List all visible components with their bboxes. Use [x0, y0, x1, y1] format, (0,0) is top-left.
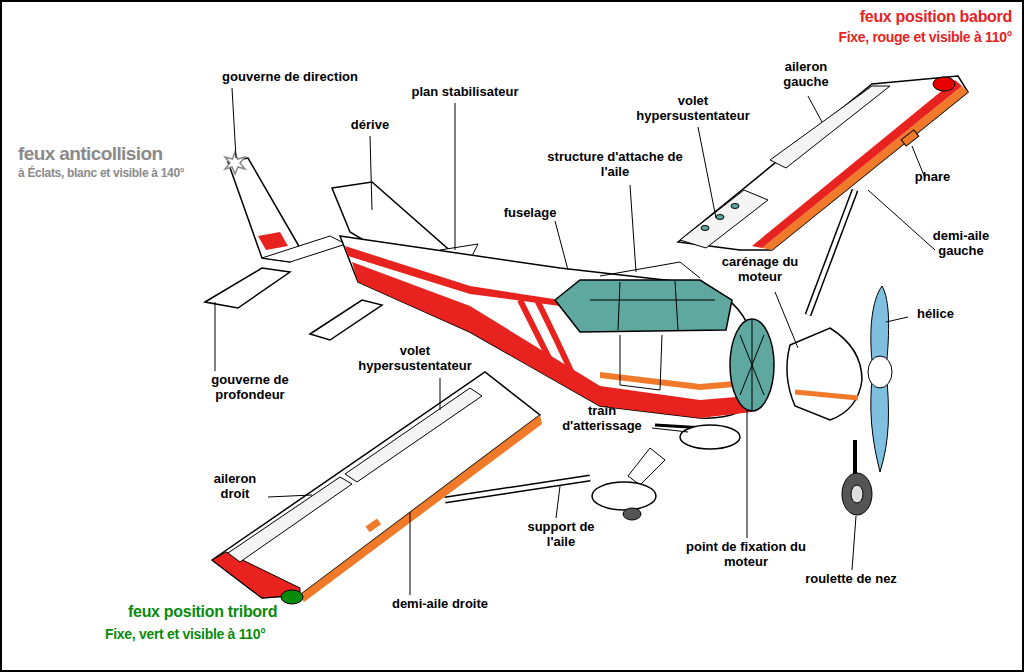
strobe-flash: [225, 152, 245, 174]
part-label: train d'atterissage: [552, 404, 652, 434]
leader-line: [630, 185, 636, 272]
part-label: volet hypersustentateur: [628, 94, 758, 124]
flap-hole: [701, 226, 709, 231]
fuselage-stripe: [345, 246, 560, 306]
elevator: [310, 300, 382, 340]
part-label: demi-aile droite: [365, 597, 515, 612]
wing-stripe: [300, 415, 542, 602]
flap-hole: [716, 215, 724, 220]
leader-line: [370, 136, 372, 210]
fuselage: [340, 236, 764, 418]
leader-line: [652, 428, 688, 432]
leader-line: [268, 495, 312, 497]
nose-strut: [853, 440, 857, 478]
landing-light: [901, 130, 919, 146]
light-spec: à Éclats, blanc et visible à 140°: [18, 167, 233, 181]
cowling: [787, 328, 862, 420]
part-label: point de fixation du moteur: [680, 540, 812, 570]
light-callout: feux position tribord: [128, 603, 348, 621]
gear-leg: [628, 448, 665, 485]
leader-line: [775, 292, 798, 348]
part-label: plan stabilisateur: [395, 85, 535, 100]
part-label: fuselage: [490, 206, 570, 221]
left-wing: [678, 76, 968, 250]
part-label: aileron droit: [200, 472, 270, 502]
flap: [680, 190, 768, 248]
wing-attach: [600, 262, 700, 278]
light-callout: feux anticollision: [18, 143, 228, 165]
cabin-glass: [555, 280, 732, 332]
part-label: aileron gauche: [771, 60, 841, 90]
green-position-light: [281, 590, 303, 604]
rudder-base: [262, 236, 346, 262]
part-label: structure d'attache de l'aile: [545, 150, 685, 180]
rudder: [228, 158, 300, 262]
spinner: [868, 356, 892, 388]
leader-line: [556, 486, 560, 518]
main-wheel: [623, 508, 641, 520]
red-position-light: [933, 77, 955, 91]
flap: [345, 388, 482, 482]
light-spec: Fixe, rouge et visible à 110°: [770, 29, 1012, 45]
part-label: demi-aile gauche: [921, 229, 1001, 259]
leader-line: [455, 103, 456, 250]
leader-line: [868, 190, 935, 250]
part-label: phare: [905, 170, 960, 185]
door: [620, 335, 662, 390]
wing-strut: [445, 478, 590, 500]
leader-lines: [215, 88, 935, 595]
rudder-stripe: [258, 232, 288, 250]
right-wing: [212, 372, 540, 598]
part-label: carénage du moteur: [710, 255, 810, 285]
flap-hole: [731, 204, 739, 209]
part-label: dérive: [335, 118, 405, 133]
fuselage-stripe: [352, 262, 752, 418]
leader-line: [232, 88, 236, 158]
firewall: [730, 319, 774, 411]
wing-marking: [366, 519, 381, 533]
leader-line: [747, 410, 748, 538]
wing-strut: [445, 478, 590, 500]
fuselage-stripe: [600, 372, 746, 390]
aileron: [770, 86, 890, 168]
wheel-fairing: [592, 482, 656, 510]
leader-line: [852, 516, 856, 570]
window-frame: [590, 281, 715, 330]
leader-line: [808, 96, 822, 122]
part-label: hélice: [908, 307, 963, 322]
leader-line: [410, 512, 411, 595]
leader-line: [440, 378, 441, 410]
wing-stripe: [762, 86, 968, 250]
light-callout: feux position babord: [790, 8, 1012, 26]
wing-stripe: [752, 80, 962, 248]
wheel-fairing: [680, 425, 740, 449]
part-label: gouverne de profondeur: [198, 373, 302, 403]
leader-line: [555, 221, 568, 270]
nose-wheel: [842, 473, 872, 515]
wheel-hub: [851, 485, 863, 503]
elevator: [205, 268, 290, 308]
leader-line: [886, 317, 908, 322]
leader-line: [698, 127, 716, 218]
part-label: volet hypersustentateur: [350, 344, 480, 374]
leader-line: [215, 302, 216, 371]
engine-mount: [740, 320, 764, 410]
cowling-stripe: [795, 392, 858, 398]
part-label: support de l'aile: [520, 520, 602, 550]
light-spec: Fixe, vert et visible à 110°: [105, 626, 345, 642]
part-label: gouverne de direction: [205, 70, 375, 85]
part-label: roulette de nez: [790, 572, 912, 587]
